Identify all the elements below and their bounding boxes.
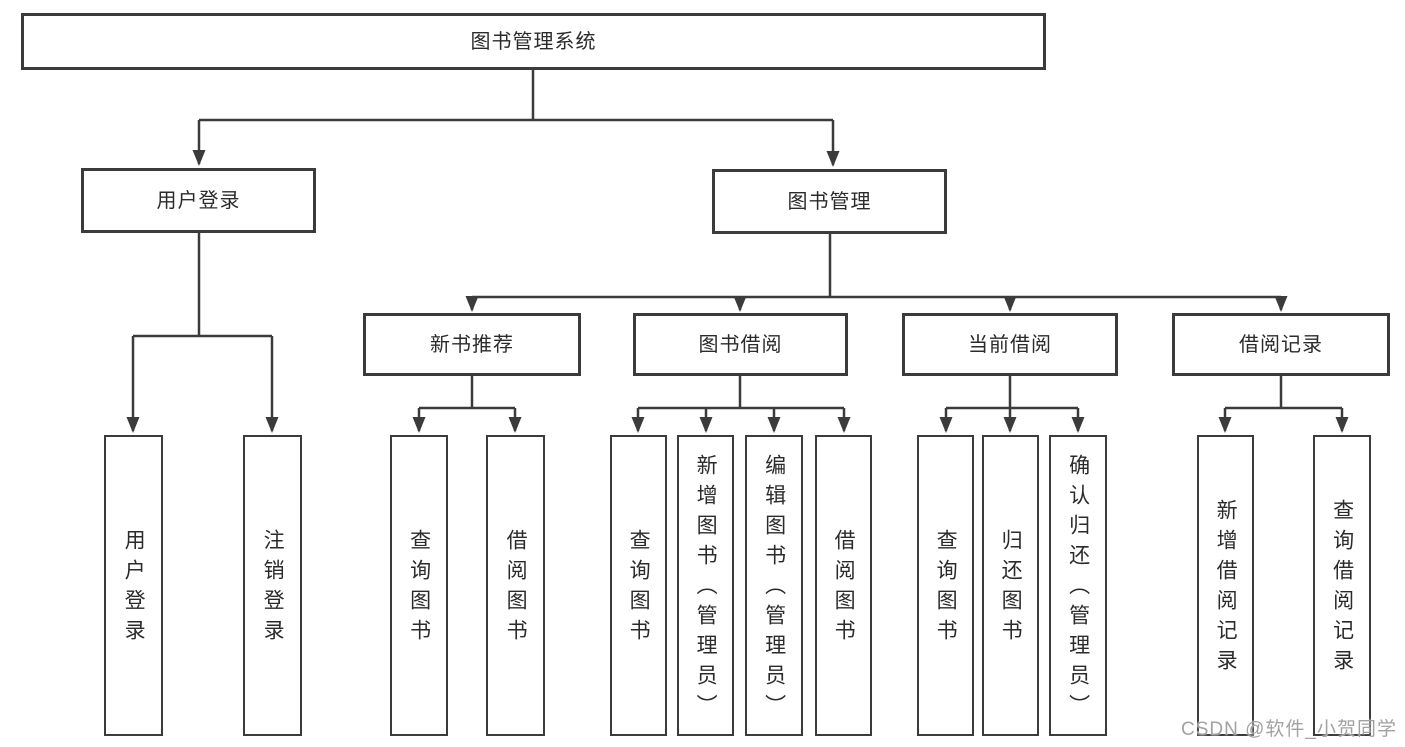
node-book-management-branch: 图书管理 (712, 169, 947, 234)
leaf-user-login: 用户登录 (104, 435, 163, 736)
node-new-book-recommend: 新书推荐 (363, 313, 581, 376)
leaf-query-borrow-record: 查询借阅记录 (1313, 435, 1371, 736)
leaf-logout: 注销登录 (243, 435, 302, 736)
leaf-current-query-books: 查询图书 (917, 435, 974, 736)
leaf-borrow-books: 借阅图书 (815, 435, 872, 736)
leaf-add-books-admin: 新增图书（管理员） (677, 435, 734, 736)
leaf-recommend-borrow-books: 借阅图书 (486, 435, 545, 736)
node-borrowing-records: 借阅记录 (1172, 313, 1390, 376)
leaf-return-books: 归还图书 (982, 435, 1039, 736)
leaf-borrowing-query-books: 查询图书 (610, 435, 667, 736)
leaf-recommend-query-books: 查询图书 (390, 435, 448, 736)
node-user-login-branch: 用户登录 (81, 168, 316, 233)
leaf-edit-books-admin: 编辑图书（管理员） (745, 435, 803, 736)
node-current-borrowing: 当前借阅 (902, 313, 1118, 376)
leaf-confirm-return-admin: 确认归还（管理员） (1049, 435, 1107, 736)
watermark: CSDN @软件_小贺同学 (1181, 719, 1397, 740)
leaf-add-borrow-record: 新增借阅记录 (1197, 435, 1254, 736)
node-book-management-system: 图书管理系统 (21, 13, 1046, 70)
node-book-borrowing: 图书借阅 (633, 313, 848, 376)
